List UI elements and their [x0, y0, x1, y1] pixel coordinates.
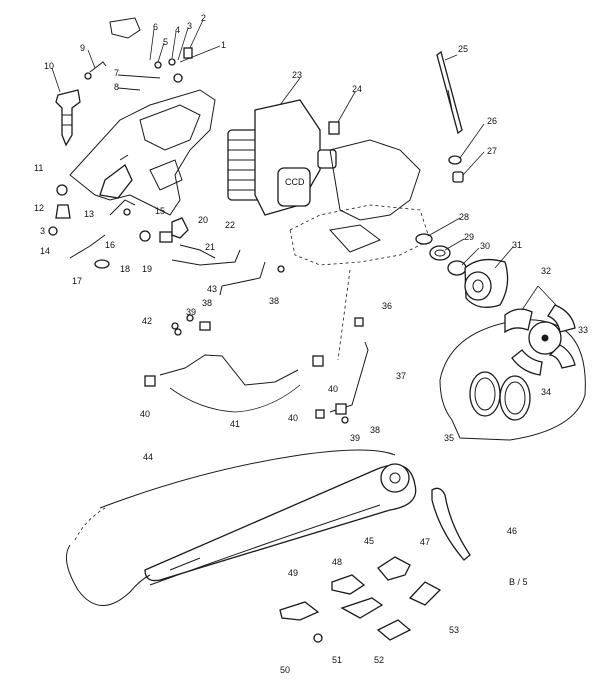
- callout-5: 5: [163, 37, 168, 47]
- callout-3: 3: [187, 21, 192, 31]
- callout-15: 15: [155, 206, 165, 216]
- part-25-rod: [436, 50, 463, 135]
- callout-10: 10: [44, 61, 54, 71]
- callout-12: 12: [34, 203, 44, 213]
- callout-27: 27: [487, 146, 497, 156]
- callout-13: 13: [84, 209, 94, 219]
- callout-23: 23: [292, 70, 302, 80]
- part-10-knob: [55, 89, 81, 147]
- callout-3b: 3: [40, 226, 45, 236]
- callout-6: 6: [153, 22, 158, 32]
- chain-links: [279, 556, 442, 643]
- callout-32: 32: [541, 266, 551, 276]
- callout-26: 26: [487, 116, 497, 126]
- svg-text:CCD: CCD: [285, 177, 305, 187]
- callout-34: 34: [541, 387, 551, 397]
- callout-9: 9: [80, 43, 85, 53]
- callout-38c: 38: [370, 425, 380, 435]
- parts-14-21: [48, 199, 241, 269]
- callout-48: 48: [332, 557, 342, 567]
- saw-chain-and-bar: [65, 449, 417, 606]
- callout-18: 18: [120, 264, 130, 274]
- callout-41: 41: [230, 419, 240, 429]
- callout-38: 38: [269, 296, 279, 306]
- callout-36: 36: [382, 301, 392, 311]
- front-housing: [289, 139, 431, 266]
- callout-44: 44: [143, 452, 153, 462]
- callout-40: 40: [328, 384, 338, 394]
- callout-43: 43: [207, 284, 217, 294]
- callout-46: 46: [507, 526, 517, 536]
- fuel-oil-lines: [144, 261, 369, 424]
- page-reference: B / 5: [509, 577, 528, 587]
- part-46-guide: [431, 487, 471, 561]
- callout-29: 29: [464, 232, 474, 242]
- callout-37: 37: [396, 371, 406, 381]
- callout-47: 47: [420, 537, 430, 547]
- callout-40b: 40: [140, 409, 150, 419]
- callout-35: 35: [444, 433, 454, 443]
- callout-14: 14: [40, 246, 50, 256]
- callout-40c: 40: [288, 413, 298, 423]
- callout-11: 11: [34, 163, 43, 173]
- callout-4: 4: [175, 25, 180, 35]
- callout-labels: 1 2 3 4 5 6 7 8 9 10 11 12 13 3 14 15 16…: [34, 13, 588, 675]
- callout-38b: 38: [202, 298, 212, 308]
- callout-17: 17: [72, 276, 82, 286]
- part-41-bracket: [169, 384, 301, 413]
- callout-8: 8: [114, 82, 119, 92]
- parts-11-12-13: [55, 154, 133, 219]
- callout-39b: 39: [350, 433, 360, 443]
- callout-42: 42: [142, 316, 152, 326]
- callout-30: 30: [480, 241, 490, 251]
- callout-49: 49: [288, 568, 298, 578]
- parts-28-31-clutch: [415, 233, 509, 308]
- part-24-screw: [328, 121, 340, 135]
- callout-28: 28: [459, 212, 469, 222]
- callout-21: 21: [205, 242, 215, 252]
- small-parts-top: [84, 17, 193, 91]
- callout-50: 50: [280, 665, 290, 675]
- callout-2: 2: [201, 13, 206, 23]
- callout-19: 19: [142, 264, 152, 274]
- callout-20: 20: [198, 215, 208, 225]
- callout-53: 53: [449, 625, 459, 635]
- callout-39: 39: [186, 307, 196, 317]
- callout-31: 31: [512, 240, 522, 250]
- callout-16: 16: [105, 240, 115, 250]
- callout-52: 52: [374, 655, 384, 665]
- callout-22: 22: [225, 220, 235, 230]
- callout-51: 51: [332, 655, 342, 665]
- callout-7: 7: [114, 68, 119, 78]
- clutch-detail-bubble: [439, 304, 586, 441]
- callout-1: 1: [221, 40, 226, 50]
- callout-33: 33: [578, 325, 588, 335]
- leader-lines: [51, 19, 557, 311]
- rear-handle-housing: [69, 89, 216, 216]
- parts-26-27: [448, 155, 464, 183]
- callout-45: 45: [364, 536, 374, 546]
- callout-24: 24: [352, 84, 362, 94]
- engine-cylinder: CCD: [227, 99, 337, 216]
- callout-25: 25: [458, 44, 468, 54]
